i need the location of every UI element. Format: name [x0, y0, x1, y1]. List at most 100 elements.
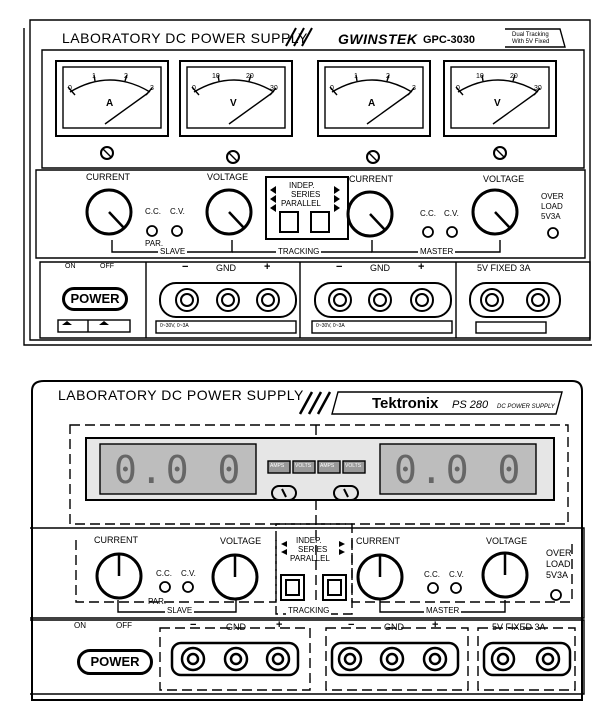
bottom-label-voltage-slave: VOLTAGE — [220, 536, 262, 546]
bottom-label-cv-master: C.V. — [449, 570, 464, 579]
bottom-panel-outline — [31, 380, 583, 701]
bottom-title: LABORATORY DC POWER SUPPLY — [58, 387, 304, 403]
top-label-cv-slave: C.V. — [170, 207, 185, 216]
bottom-label-voltage-master: VOLTAGE — [486, 536, 528, 546]
top-label-overload-1: OVER — [541, 192, 564, 201]
bottom-power-button[interactable]: POWER — [77, 649, 153, 675]
meter3-tick-1: 1 — [354, 73, 358, 80]
meter4-tick-20: 20 — [510, 73, 518, 80]
meter2-tick-0: 0 — [192, 85, 196, 92]
bottom-display-bezel — [69, 424, 569, 525]
meter1-unit: A — [106, 98, 114, 109]
top-model: GPC-3030 — [423, 34, 475, 46]
top-label-cv-master: C.V. — [444, 209, 459, 218]
bottom-volts-right: VOLTS — [345, 463, 362, 469]
bottom-label-plus-master: + — [432, 619, 439, 631]
bottom-label-overload-2: LOAD — [546, 559, 571, 569]
bottom-display-right-frame — [379, 443, 537, 495]
top-label-minus-master: − — [336, 261, 343, 273]
top-tag-line1: Dual Tracking — [512, 32, 549, 38]
bottom-terminals-master — [330, 641, 460, 677]
meter2-tick-10: 10 — [212, 73, 220, 80]
top-track-button-1 — [279, 211, 299, 233]
bottom-master-terminals-region — [325, 627, 469, 691]
bottom-knob-current-slave — [95, 552, 143, 600]
top-meter-4 — [443, 60, 557, 137]
top-knob-voltage-slave — [205, 188, 253, 236]
top-label-overload-2: LOAD — [541, 202, 563, 211]
top-tag-line2: With 5V Fixed — [512, 39, 550, 45]
top-panel-outline — [29, 19, 591, 341]
top-on-off-plate — [57, 319, 131, 333]
bottom-volts-label-box-right — [342, 460, 366, 474]
top-label-5v-fixed: 5V FIXED 3A — [477, 263, 531, 273]
top-terminals-slave — [159, 282, 297, 318]
top-zero-screws — [100, 146, 507, 164]
bottom-label-off: OFF — [116, 621, 132, 630]
bottom-zero-screws — [271, 485, 359, 501]
bottom-display-left-frame — [99, 443, 257, 495]
bottom-model: PS 280 — [452, 399, 489, 411]
top-label-slave: SLAVE — [158, 247, 188, 256]
meter2-tick-20: 20 — [246, 73, 254, 80]
top-label-gnd-slave: GND — [216, 263, 236, 273]
bottom-volts-left: VOLTS — [295, 463, 312, 469]
meter1-tick-3: 3 — [150, 85, 154, 92]
meter3-tick-2: 2 — [386, 73, 390, 80]
bottom-model-sub: DC POWER SUPPLY — [497, 404, 555, 410]
meter4-tick-10: 10 — [476, 73, 484, 80]
bottom-label-gnd-slave: GND — [226, 622, 246, 632]
top-label-parallel: PARALLEL — [281, 199, 321, 208]
meter1-tick-0: 0 — [68, 85, 72, 92]
top-label-master: MASTER — [418, 247, 456, 256]
top-label-off: OFF — [100, 263, 114, 270]
top-control-band — [35, 169, 586, 259]
bottom-label-5v-fixed: 5V FIXED 3A — [492, 622, 546, 632]
meter2-tick-30: 30 — [270, 85, 278, 92]
top-terminal-band — [39, 261, 591, 339]
bottom-knob-voltage-master — [481, 551, 529, 599]
bottom-control-band — [30, 527, 585, 619]
bottom-label-current-master: CURRENT — [356, 536, 400, 546]
meter4-tick-0: 0 — [456, 85, 460, 92]
switch-icons — [62, 186, 345, 555]
top-slash-marks — [285, 27, 313, 47]
top-terminal-dividers — [145, 262, 457, 338]
bottom-fixed-terminals-region — [477, 627, 576, 691]
bottom-knob-current-master — [356, 553, 404, 601]
bottom-label-cv-slave: C.V. — [181, 569, 196, 578]
bottom-slash-marks — [298, 391, 332, 415]
top-tag-box — [505, 28, 566, 48]
bottom-track-buttons — [280, 574, 347, 601]
top-label-series: SERIES — [291, 190, 321, 199]
top-terminals-fixed — [469, 282, 561, 318]
top-spec-left: 0~30V, 0~3A — [160, 323, 189, 329]
bottom-leds — [159, 581, 562, 601]
bottom-display-left-digits: 0.0 0 — [114, 448, 244, 492]
top-leds — [146, 225, 559, 239]
bottom-label-parallel: PARALLEL — [290, 554, 330, 563]
top-label-tracking: TRACKING — [276, 247, 322, 256]
bottom-amps-left: AMPS — [270, 463, 285, 469]
top-meter-1 — [55, 60, 169, 137]
top-label-plus-master: + — [418, 261, 425, 273]
top-power-button[interactable]: POWER — [62, 287, 128, 311]
top-knob-current-master — [346, 190, 394, 238]
bottom-brand-box — [331, 391, 563, 415]
bottom-label-tracking: TRACKING — [286, 606, 332, 615]
top-spec-plate-right — [311, 320, 453, 334]
top-label-overload-3: 5V3A — [541, 212, 561, 221]
bottom-terminals-fixed — [482, 641, 572, 677]
bottom-label-overload-3: 5V3A — [546, 570, 569, 580]
bottom-label-overload-1: OVER — [546, 548, 572, 558]
meter2-unit: V — [230, 98, 237, 109]
top-spec-plate-left — [155, 320, 297, 334]
bottom-amps-right: AMPS — [320, 463, 335, 469]
top-meter-2 — [179, 60, 293, 137]
bottom-label-master: MASTER — [424, 606, 462, 615]
bottom-terminals-slave — [170, 641, 300, 677]
bottom-label-series: SERIES — [298, 545, 328, 554]
meter4-tick-30: 30 — [534, 85, 542, 92]
meter3-tick-0: 0 — [330, 85, 334, 92]
